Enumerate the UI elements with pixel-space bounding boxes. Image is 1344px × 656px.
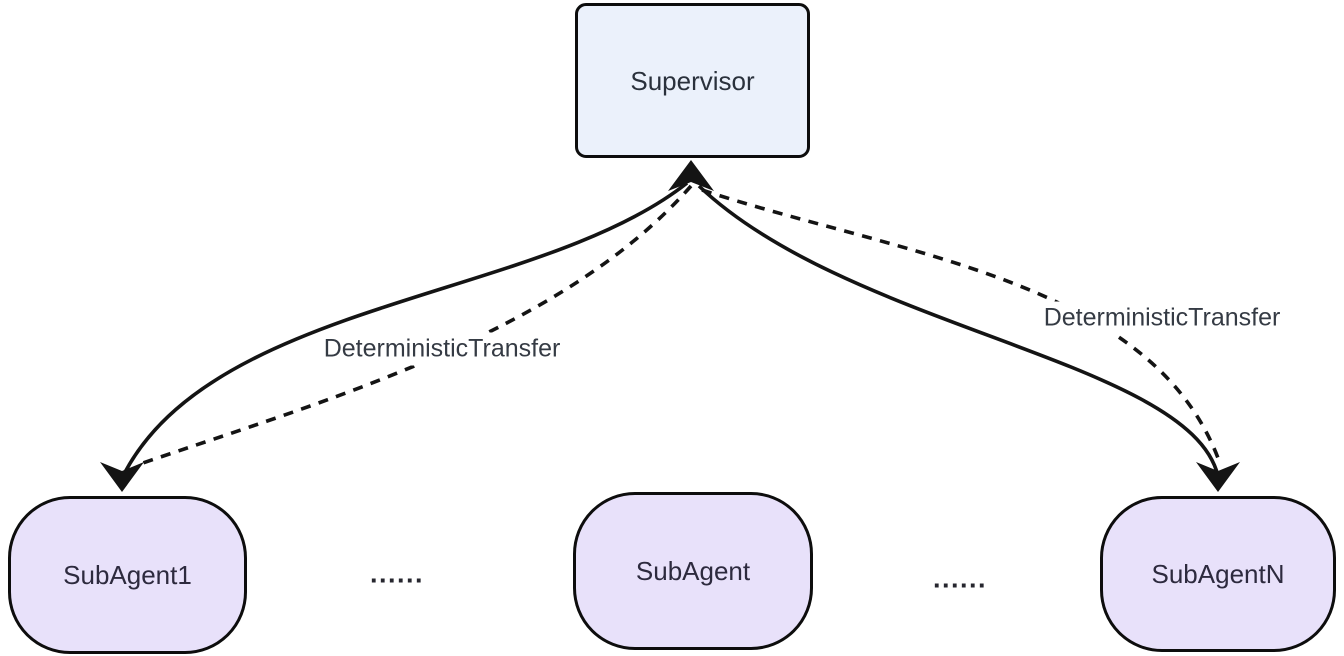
edge-supervisor-to-subagent1 bbox=[120, 181, 689, 479]
arrowhead-into-subagentn bbox=[1196, 462, 1240, 492]
subagentn-label: SubAgentN bbox=[1151, 559, 1285, 589]
subagent-label: SubAgent bbox=[635, 556, 751, 586]
arrowhead-into-supervisor bbox=[668, 160, 714, 191]
edge-return-subagent1 bbox=[139, 184, 693, 466]
edge-label-deterministic-transfer-right: DeterministicTransfer bbox=[1038, 301, 1286, 335]
subagent1-node: SubAgent1 bbox=[8, 496, 247, 654]
subagent1-label: SubAgent1 bbox=[63, 560, 192, 590]
supervisor-node: Supervisor bbox=[575, 3, 810, 158]
edge-return-subagentn bbox=[701, 188, 1220, 459]
ellipsis-right: ...... bbox=[932, 563, 988, 594]
subagentn-node: SubAgentN bbox=[1100, 496, 1336, 652]
ellipsis-left: ...... bbox=[369, 558, 425, 589]
arrowhead-into-subagent1 bbox=[100, 462, 144, 492]
subagent-node: SubAgent bbox=[573, 492, 813, 650]
supervisor-label: Supervisor bbox=[630, 65, 755, 96]
edge-supervisor-to-subagentn bbox=[697, 184, 1220, 477]
edge-label-deterministic-transfer-left: DeterministicTransfer bbox=[318, 332, 566, 366]
